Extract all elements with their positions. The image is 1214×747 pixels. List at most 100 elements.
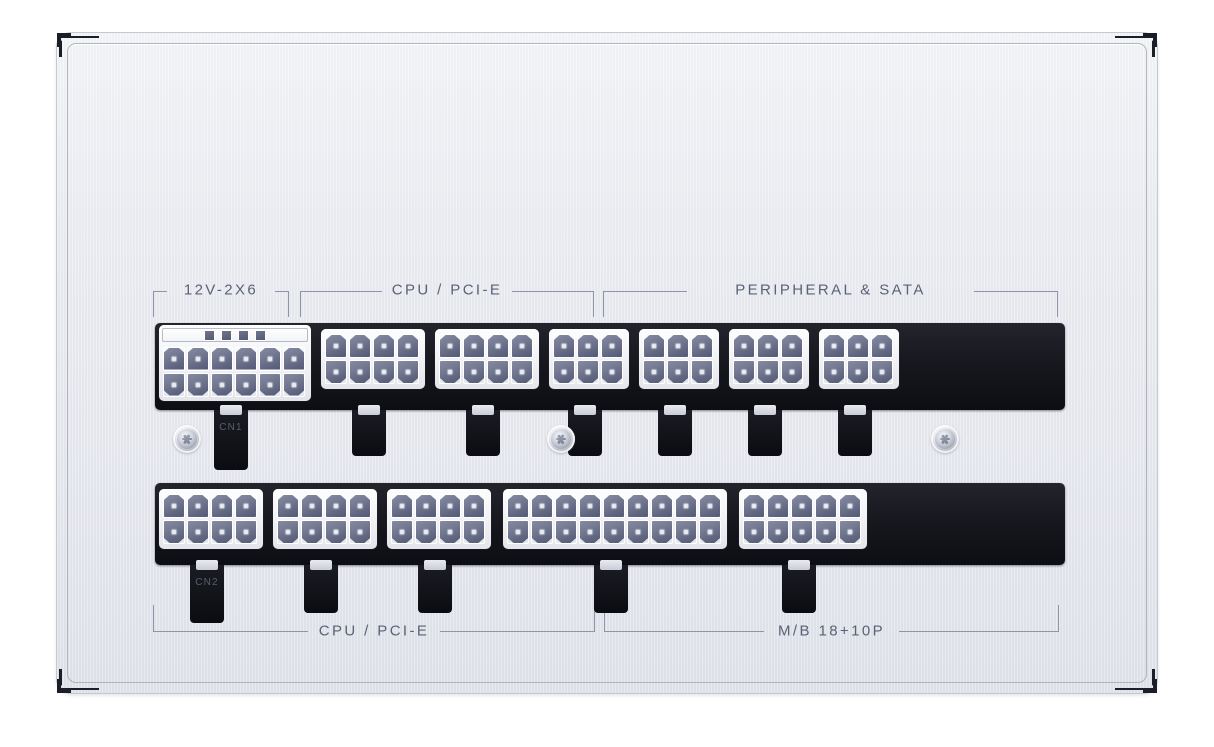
connector-cpu-pcie-top-2[interactable] xyxy=(435,329,539,389)
connector-mb-18p[interactable] xyxy=(503,489,727,549)
connector-pin xyxy=(277,520,299,544)
connector-pin xyxy=(439,360,461,384)
connector-pin xyxy=(211,494,233,518)
connector-pin xyxy=(325,360,347,384)
latch-tab-cpu-pcie-bot-3[interactable] xyxy=(418,560,452,613)
connector-pin-row xyxy=(276,519,374,545)
connector-pin xyxy=(699,494,721,518)
connector-pin xyxy=(643,334,665,358)
connector-pin xyxy=(555,494,577,518)
connector-pin-row xyxy=(642,333,716,359)
connector-pin xyxy=(325,494,347,518)
connector-pin xyxy=(187,494,209,518)
connector-cpu-pcie-bot-1[interactable] xyxy=(159,489,263,549)
connector-pin xyxy=(349,334,371,358)
connector-pin xyxy=(235,346,257,371)
connector-pin xyxy=(507,520,529,544)
latch-tab-cpu-pcie-top-2[interactable] xyxy=(466,405,500,456)
latch-tab-cpu-pcie-top-1[interactable] xyxy=(352,405,386,456)
connector-id-label: CN1 xyxy=(219,422,243,433)
connector-pin xyxy=(627,494,649,518)
connector-pin xyxy=(555,520,577,544)
connector-pin xyxy=(667,360,689,384)
connector-pin xyxy=(415,494,437,518)
connector-peripheral-1[interactable] xyxy=(549,329,629,389)
connector-pin xyxy=(691,334,713,358)
connector-pin-row xyxy=(822,359,896,385)
latch-tab-cpu-pcie-bot-2[interactable] xyxy=(304,560,338,613)
connector-pin xyxy=(259,372,281,397)
latch-tab-peripheral-2[interactable] xyxy=(658,405,692,456)
latch-tab-mb-10p[interactable] xyxy=(782,560,816,613)
latch-clip xyxy=(472,405,494,415)
sense-pin-strip xyxy=(162,328,308,342)
connector-cpu-pcie-bot-2[interactable] xyxy=(273,489,377,549)
connector-pin xyxy=(601,334,623,358)
connector-pin-row xyxy=(390,493,488,519)
connector-pin-row xyxy=(438,333,536,359)
connector-pin xyxy=(871,334,893,358)
panel-corner-top-right xyxy=(1115,33,1157,75)
group-label-mb: M/B 18+10P xyxy=(778,622,885,640)
latch-clip xyxy=(754,405,776,415)
latch-tab-12v-2x6[interactable]: CN1 xyxy=(214,405,248,470)
connector-pin xyxy=(553,334,575,358)
connector-pin xyxy=(675,520,697,544)
latch-clip xyxy=(220,405,242,415)
connector-pin-row xyxy=(742,493,864,519)
connector-pin xyxy=(487,360,509,384)
connector-pin xyxy=(463,494,485,518)
connector-pin-row xyxy=(324,359,422,385)
latch-tab-mb-18p[interactable] xyxy=(594,560,628,613)
latch-tab-peripheral-4[interactable] xyxy=(838,405,872,456)
connector-pin xyxy=(627,520,649,544)
connector-pin xyxy=(691,360,713,384)
connector-12v-2x6[interactable] xyxy=(159,325,311,401)
connector-pin-row xyxy=(822,333,896,359)
connector-pin-row xyxy=(506,519,724,545)
group-label-cpu-pcie-bottom: CPU / PCI-E xyxy=(318,622,430,640)
connector-pin xyxy=(163,494,185,518)
connector-pin xyxy=(163,372,185,397)
connector-pin xyxy=(743,520,765,544)
connector-pin xyxy=(463,334,485,358)
connector-peripheral-3[interactable] xyxy=(729,329,809,389)
latch-clip xyxy=(844,405,866,415)
connector-id-label: CN2 xyxy=(195,577,219,588)
connector-pin xyxy=(277,494,299,518)
screw-top-mid[interactable] xyxy=(547,425,575,453)
panel-corner-bottom-right xyxy=(1115,651,1157,693)
connector-pin xyxy=(235,494,257,518)
connector-pin xyxy=(791,494,813,518)
connector-mb-10p[interactable] xyxy=(739,489,867,549)
connector-pin xyxy=(163,346,185,371)
connector-pin xyxy=(235,372,257,397)
connector-pin xyxy=(301,494,323,518)
screw-star-slot xyxy=(940,434,951,445)
connector-pin-row xyxy=(162,519,260,545)
connector-pin xyxy=(211,372,233,397)
connector-peripheral-4[interactable] xyxy=(819,329,899,389)
latch-tab-cpu-pcie-bot-1[interactable]: CN2 xyxy=(190,560,224,623)
screw-star-slot xyxy=(182,434,193,445)
connector-pin xyxy=(397,360,419,384)
connector-cpu-pcie-bot-3[interactable] xyxy=(387,489,491,549)
connector-pin xyxy=(743,494,765,518)
connector-pin xyxy=(211,520,233,544)
latch-tab-peripheral-3[interactable] xyxy=(748,405,782,456)
connector-pin xyxy=(823,360,845,384)
screw-top-right[interactable] xyxy=(931,425,959,453)
connector-pin xyxy=(733,360,755,384)
connector-pin-row xyxy=(742,519,864,545)
connector-cpu-pcie-top-1[interactable] xyxy=(321,329,425,389)
connector-pin xyxy=(815,494,837,518)
connector-pin xyxy=(675,494,697,518)
connector-pin xyxy=(579,520,601,544)
connector-peripheral-2[interactable] xyxy=(639,329,719,389)
connector-pin xyxy=(601,360,623,384)
connector-pin xyxy=(349,494,371,518)
connector-pin xyxy=(577,360,599,384)
connector-pin xyxy=(283,372,305,397)
screw-top-left[interactable] xyxy=(173,425,201,453)
connector-pin xyxy=(847,334,869,358)
